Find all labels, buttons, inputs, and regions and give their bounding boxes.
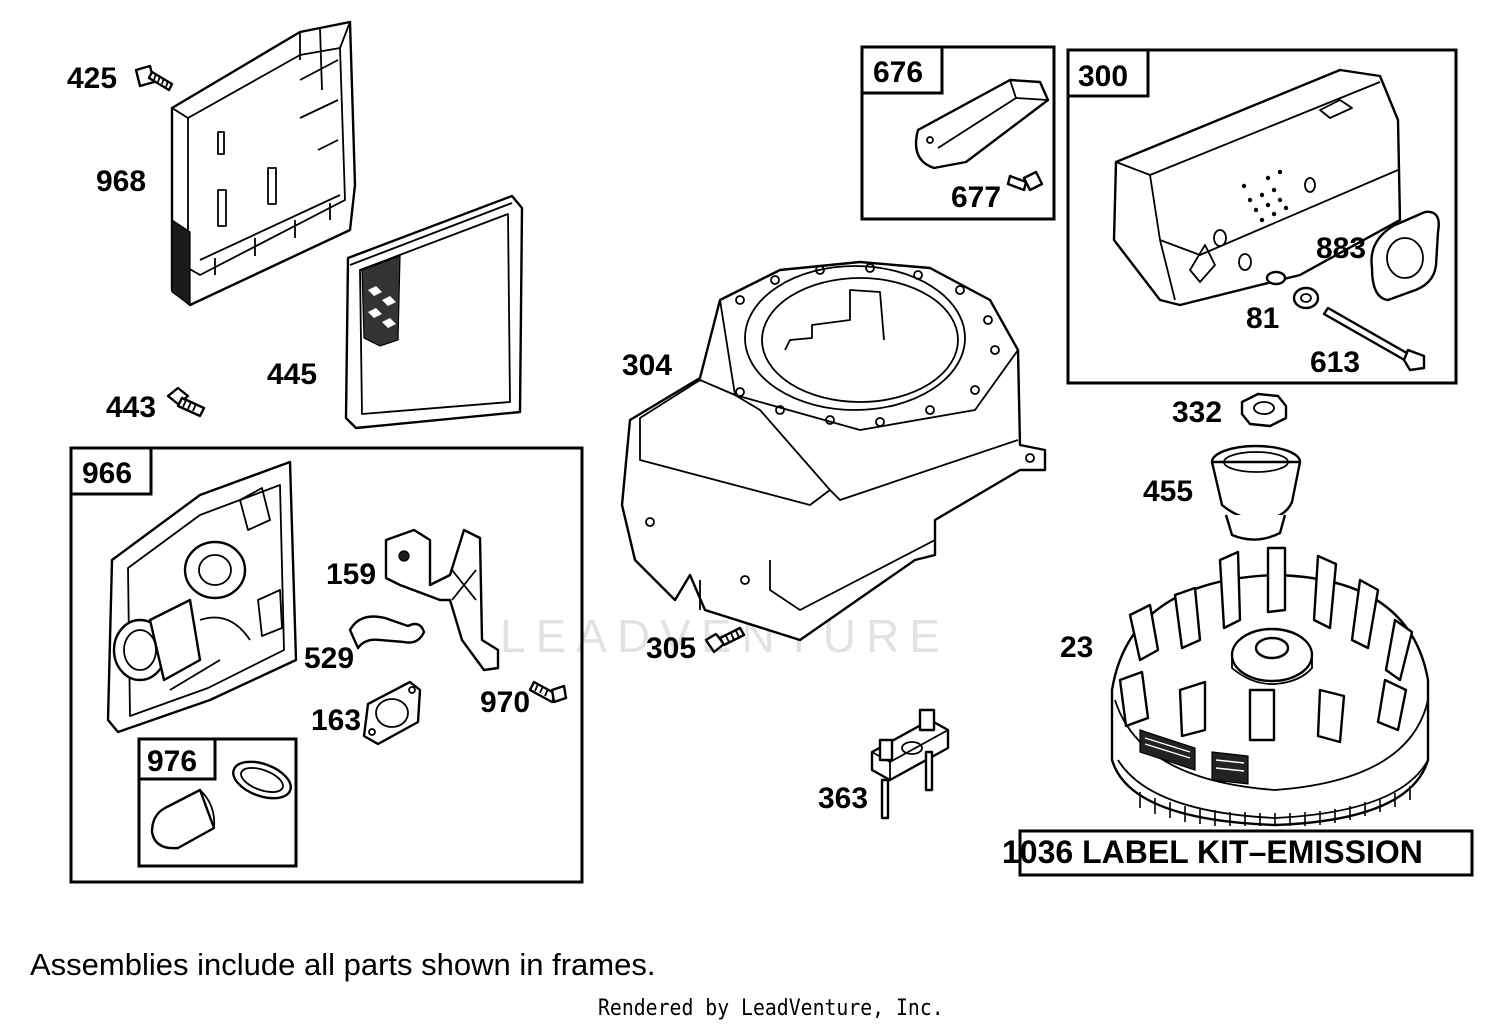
part-966-carburetor-body[interactable] (106, 460, 298, 734)
label-kit-emission: 1036 LABEL KIT–EMISSION (1002, 829, 1474, 877)
callout-677: 677 (951, 181, 1001, 214)
frame-676-label: 676 (873, 56, 923, 89)
part-23-flywheel[interactable] (1110, 546, 1430, 827)
frame-976-label: 976 (147, 745, 197, 778)
callout-332: 332 (1172, 396, 1222, 429)
callout-445: 445 (267, 358, 317, 391)
part-159-bracket[interactable] (384, 528, 500, 672)
callout-883: 883 (1316, 232, 1366, 265)
part-81-washer[interactable] (1265, 270, 1320, 310)
part-163-gasket[interactable] (362, 680, 422, 746)
frame-966-label: 966 (82, 457, 132, 490)
callout-81: 81 (1246, 302, 1279, 335)
part-968-air-cleaner-base[interactable] (170, 20, 357, 307)
callout-23: 23 (1060, 631, 1093, 664)
part-613-bolt[interactable] (1322, 306, 1426, 372)
frame-300-label: 300 (1078, 60, 1128, 93)
callout-455: 455 (1143, 475, 1193, 508)
part-305-screw[interactable] (704, 626, 746, 654)
assemblies-note: Assemblies include all parts shown in fr… (30, 947, 656, 982)
callout-968: 968 (96, 165, 146, 198)
callout-163: 163 (311, 704, 361, 737)
callout-159: 159 (326, 558, 376, 591)
part-363-armature[interactable] (870, 708, 950, 820)
callout-304: 304 (622, 349, 672, 382)
part-883-gasket[interactable] (1370, 210, 1440, 302)
part-529-tube[interactable] (348, 615, 426, 650)
part-455-starter-cup[interactable] (1210, 444, 1302, 541)
callout-363: 363 (818, 782, 868, 815)
part-425-screw[interactable] (134, 64, 174, 92)
callout-425: 425 (67, 62, 117, 95)
part-976-primer-bulb[interactable] (150, 755, 296, 850)
callout-labels: 425 968 445 443 159 529 163 970 304 305 … (67, 62, 1366, 815)
callout-613: 613 (1310, 346, 1360, 379)
callout-443: 443 (106, 391, 156, 424)
part-443-screw[interactable] (166, 386, 206, 418)
label-kit-text: 1036 LABEL KIT–EMISSION (1002, 834, 1423, 870)
frame-676-muffler-guard-kit: 676 (860, 45, 1056, 221)
part-677-screw[interactable] (1006, 170, 1044, 192)
callout-305: 305 (646, 632, 696, 665)
frame-976-primer-kit: 976 (137, 737, 298, 868)
part-970-screw[interactable] (528, 680, 568, 704)
watermark-text: LEADVENTURE (500, 610, 950, 662)
part-332-nut[interactable] (1240, 392, 1288, 428)
part-676-muffler-guard[interactable] (914, 78, 1050, 170)
rendered-by-credit: Rendered by LeadVenture, Inc. (598, 996, 944, 1021)
callout-529: 529 (304, 642, 354, 675)
callout-970: 970 (480, 686, 530, 719)
part-445-filter-element[interactable] (344, 194, 524, 430)
frame-966-carburetor-kit: 966 (69, 446, 584, 884)
frame-300-muffler-kit: 300 (1066, 48, 1458, 385)
part-304-blower-housing[interactable] (620, 260, 1047, 642)
part-300-muffler[interactable] (1112, 68, 1402, 307)
